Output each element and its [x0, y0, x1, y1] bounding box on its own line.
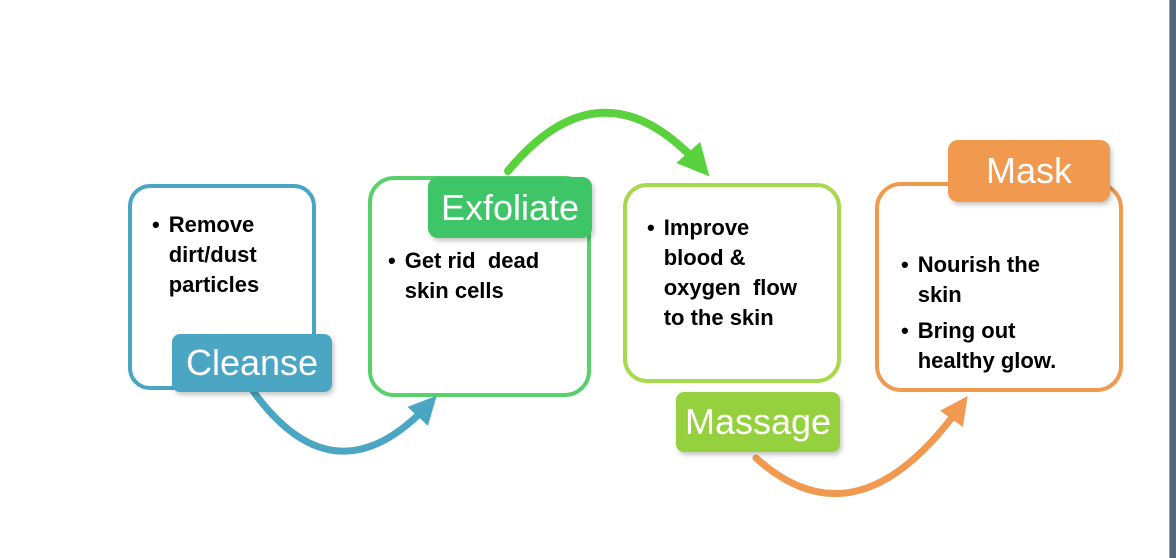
bullet-dot: •: [388, 248, 396, 273]
bullet-item: • Nourish the skin: [901, 250, 1113, 310]
cleanse-label: Cleanse: [172, 334, 332, 392]
mask-label: Mask: [948, 140, 1110, 202]
bullet-dot: •: [901, 318, 909, 343]
bullet-text: Bring out healthy glow.: [917, 318, 1057, 373]
bullet-dot: •: [647, 215, 655, 240]
bullet-text: Improve blood & oxygen flow to the skin: [663, 215, 797, 330]
exfoliate-bullets: • Get rid dead skin cells: [372, 180, 587, 306]
massage-card: • Improve blood & oxygen flow to the ski…: [623, 183, 841, 383]
bullet-text: Nourish the skin: [917, 252, 1040, 307]
mask-bullets: • Nourish the skin • Bring out healthy g…: [879, 186, 1119, 376]
exfoliate-label: Exfoliate: [428, 177, 592, 238]
arrow-exfoliate-to-massage: [504, 108, 710, 177]
bullet-item: • Bring out healthy glow.: [901, 316, 1113, 376]
bullet-dot: •: [901, 252, 909, 277]
window-edge-strip: [1169, 0, 1176, 558]
bullet-text: Get rid dead skin cells: [404, 248, 540, 303]
cleanse-bullets: • Remove dirt/dust particles: [132, 188, 312, 300]
massage-label: Massage: [676, 392, 840, 452]
bullet-text: Remove dirt/dust particles: [168, 212, 260, 297]
massage-bullets: • Improve blood & oxygen flow to the ski…: [627, 187, 837, 333]
arrow-cleanse-to-exfoliate: [249, 387, 437, 455]
bullet-dot: •: [152, 212, 160, 237]
bullet-item: • Remove dirt/dust particles: [152, 210, 304, 300]
bullet-item: • Get rid dead skin cells: [388, 246, 583, 306]
mask-card: • Nourish the skin • Bring out healthy g…: [875, 182, 1123, 392]
bullet-item: • Improve blood & oxygen flow to the ski…: [647, 213, 831, 333]
